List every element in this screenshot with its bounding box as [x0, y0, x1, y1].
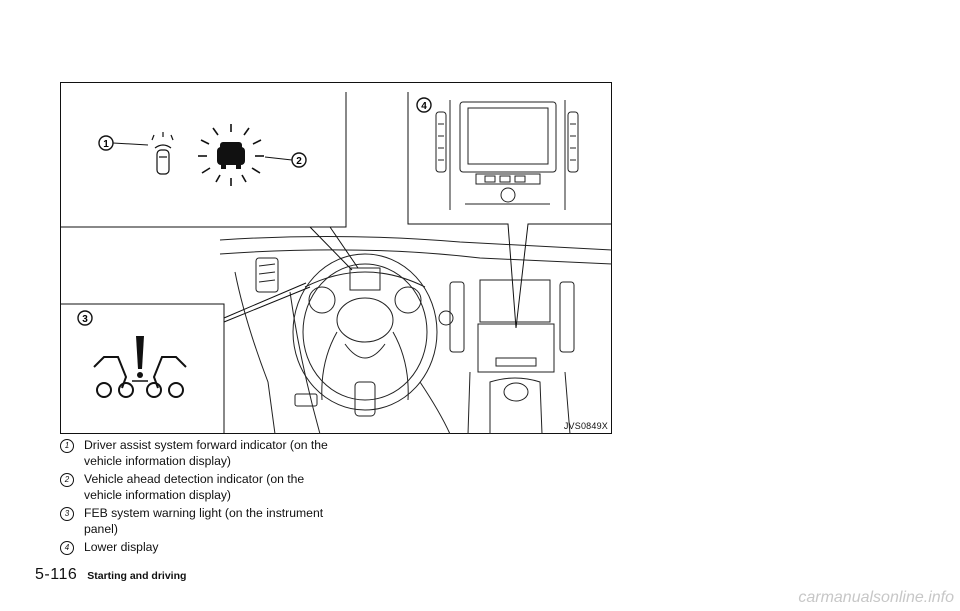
figure-frame: [60, 82, 612, 434]
svg-text:1: 1: [103, 139, 109, 150]
dashboard-illustration: 1: [60, 82, 612, 434]
svg-text:2: 2: [296, 156, 302, 167]
caption-number: 3: [60, 507, 74, 521]
inset-indicators: 1: [60, 92, 359, 271]
dashboard-scene: [219, 235, 612, 434]
inset-feb-warning: 3: [60, 282, 311, 434]
figure-code: JVS0849X: [563, 421, 608, 431]
svg-text:3: 3: [82, 314, 88, 325]
caption-number: 1: [60, 439, 74, 453]
feb-warning-icon: [93, 336, 187, 398]
own-car-icon: [151, 132, 174, 175]
caption-item: 3 FEB system warning light (on the instr…: [60, 505, 330, 537]
inset-lower-display: 4: [407, 92, 612, 329]
console-closeup: [435, 100, 579, 210]
svg-text:4: 4: [421, 101, 427, 112]
callout-3: 3: [77, 310, 93, 326]
page-footer: 5-116 Starting and driving: [35, 566, 186, 584]
caption-item: 4 Lower display: [60, 539, 330, 555]
illustration-svg: 1: [60, 82, 612, 434]
caption-number: 4: [60, 541, 74, 555]
caption-number: 2: [60, 473, 74, 487]
caption-text: FEB system warning light (on the instrum…: [84, 506, 324, 536]
caption-item: 1 Driver assist system forward indicator…: [60, 437, 330, 469]
vehicle-ahead-icon: [198, 124, 264, 186]
caption-list: 1 Driver assist system forward indicator…: [60, 437, 330, 557]
page-number: 5-116: [35, 566, 78, 583]
caption-text: Vehicle ahead detection indicator (on th…: [84, 472, 305, 502]
callout-1: 1: [98, 135, 149, 151]
callout-2: 2: [264, 152, 307, 168]
caption-text: Driver assist system forward indicator (…: [84, 438, 328, 468]
section-title: Starting and driving: [87, 570, 187, 582]
watermark-link[interactable]: carmanualsonline.info: [798, 589, 954, 606]
caption-item: 2 Vehicle ahead detection indicator (on …: [60, 471, 330, 503]
callout-4: 4: [416, 97, 432, 113]
caption-text: Lower display: [84, 540, 159, 554]
